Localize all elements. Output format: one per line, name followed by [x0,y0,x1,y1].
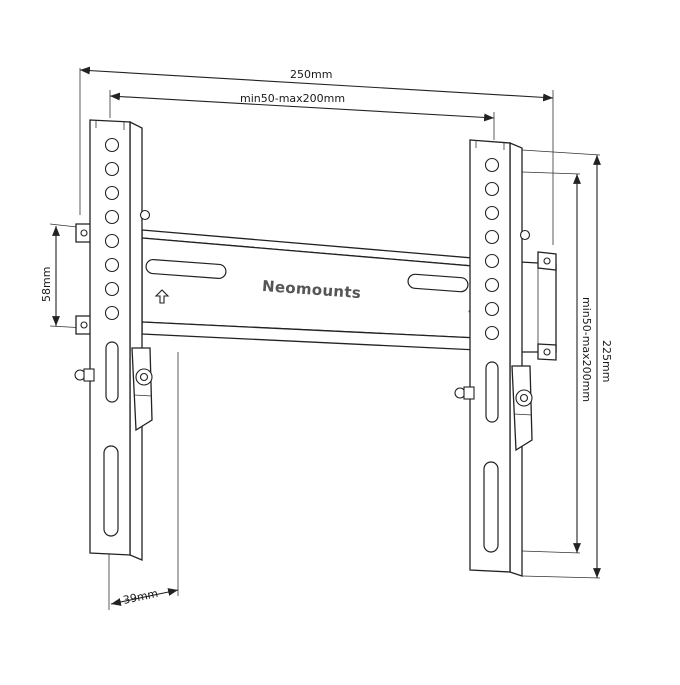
dim-overall-width: 250mm [79,66,554,245]
dim-inner-height: min50-max200mm [521,171,593,554]
dim-overall-height-label: 225mm [600,340,613,382]
dim-depth-label: 39mm [122,587,159,607]
dim-overall-height: 225mm [521,149,613,579]
dim-overall-width-label: 250mm [290,68,332,81]
dim-inner-width-label: min50-max200mm [240,92,345,105]
right-pivot-bolt [515,389,533,407]
right-bracket [469,139,533,577]
dim-rail-height-label: 58mm [40,267,53,302]
left-bracket [89,119,153,561]
dim-inner-width: min50-max200mm [109,90,495,140]
up-arrow-icon [154,289,170,304]
wall-rail [75,223,557,361]
left-pivot-bolt [135,368,153,386]
left-tilt-knob [74,368,95,382]
right-tilt-knob [454,386,475,400]
dim-inner-height-label: min50-max200mm [580,297,593,402]
